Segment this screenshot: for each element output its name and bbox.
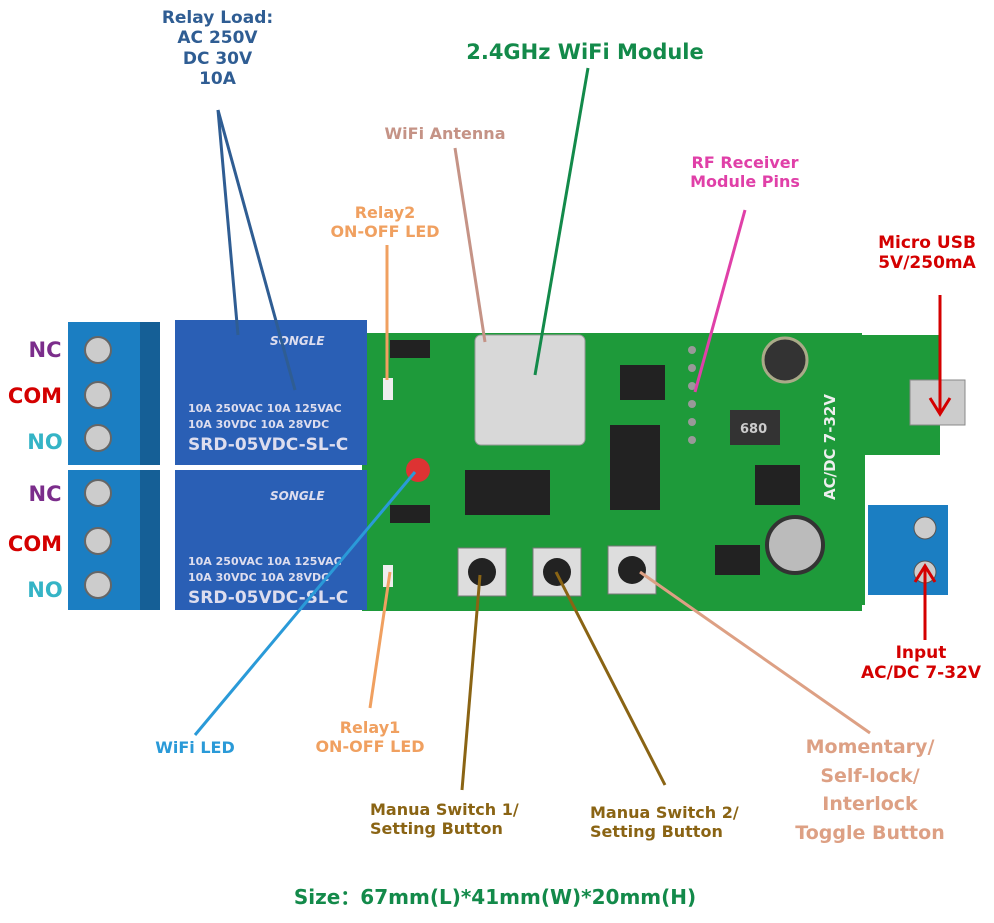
relay-2: SONGLE 10A 250VAC 10A 125VAC 10A 30VDC 1… [175, 320, 367, 465]
relay2-led-label: Relay2 ON-OFF LED [310, 203, 460, 241]
wifi-antenna-label: WiFi Antenna [384, 124, 506, 143]
wifi-module-line [533, 67, 590, 376]
svg-text:680: 680 [740, 422, 767, 437]
chip [620, 365, 665, 400]
wifi-module [474, 334, 586, 446]
manual-switch-1 [457, 547, 507, 597]
svg-text:10A 250VAC 10A 125VAC: 10A 250VAC 10A 125VAC [188, 402, 342, 415]
pin-nc-1: NC [28, 338, 62, 362]
relay2-led [383, 378, 393, 400]
rf-receiver-label: RF Receiver Module Pins [670, 153, 820, 191]
label-line: DC 30V [182, 48, 253, 69]
label-line: Input [895, 643, 947, 663]
capacitor [761, 336, 809, 384]
label-line: AC/DC 7-32V [860, 663, 982, 684]
relay1-led-label: Relay1 ON-OFF LED [295, 718, 445, 756]
label-line: 5V/250mA [878, 253, 976, 274]
manual-switch-2-label: Manua Switch 2/ Setting Button [590, 803, 780, 841]
relay1-led-line [368, 571, 392, 709]
wifi-module-label: 2.4GHz WiFi Module [466, 40, 704, 64]
pin-nc-2: NC [28, 482, 62, 506]
label-line: Setting Button [370, 819, 503, 839]
wifi-antenna-line [453, 147, 487, 343]
label-line: Relay2 [354, 203, 416, 222]
toggle-button-label: Momentary/ Self-lock/ Interlock Toggle B… [780, 733, 960, 847]
micro-usb-port [909, 379, 966, 426]
toggle-button [607, 545, 657, 595]
label-line: ON-OFF LED [330, 222, 440, 242]
pin-no-2: NO [27, 578, 63, 602]
input-terminal [868, 505, 948, 595]
svg-text:SONGLE: SONGLE [270, 334, 325, 348]
svg-text:10A 250VAC 10A 125VAC: 10A 250VAC 10A 125VAC [188, 555, 342, 568]
svg-text:SRD-05VDC-SL-C: SRD-05VDC-SL-C [188, 588, 348, 608]
label-line: Relay Load: [161, 8, 274, 28]
pin-com-2: COM [7, 532, 63, 556]
wifi-led-label: WiFi LED [155, 738, 235, 757]
label-line: 10A [199, 69, 236, 90]
pin-no-1: NO [27, 430, 63, 454]
label-line: Interlock [822, 793, 918, 815]
svg-text:10A 30VDC 10A 28VDC: 10A 30VDC 10A 28VDC [188, 571, 329, 584]
label-line: Micro USB [878, 233, 976, 253]
svg-text:SONGLE: SONGLE [270, 489, 325, 503]
relay-load-line [216, 109, 240, 336]
pin-com-1: COM [7, 384, 63, 408]
relay-load-line [216, 109, 297, 391]
chip [610, 425, 660, 510]
rf-pins [688, 346, 696, 444]
size-label: Size：67mm(L)*41mm(W)*20mm(H) [293, 885, 697, 909]
label-line: Manua Switch 1/ [370, 800, 519, 819]
terminal-block-bottom [68, 470, 160, 610]
label-line: Toggle Button [795, 821, 945, 844]
label-line: RF Receiver [691, 153, 799, 172]
chip [390, 505, 430, 523]
chip [465, 470, 550, 515]
manual-switch-1-label: Manua Switch 1/ Setting Button [370, 800, 560, 838]
svg-text:SRD-05VDC-SL-C: SRD-05VDC-SL-C [188, 435, 348, 455]
label-line: Setting Button [590, 822, 723, 842]
rf-line [693, 209, 747, 393]
inductor [730, 410, 780, 445]
toggle-line [639, 570, 871, 735]
manual-switch-1-line [460, 574, 482, 791]
label-line: Self-lock/ [820, 764, 920, 787]
label-line: AC 250V [177, 28, 258, 49]
micro-usb-label: Micro USB 5V/250mA [860, 233, 994, 274]
chip [715, 545, 760, 575]
input-label: Input AC/DC 7-32V [848, 643, 994, 684]
wifi-led-line [193, 471, 417, 736]
manual-switch-2-line [554, 571, 667, 786]
relay-1: SONGLE 10A 250VAC 10A 125VAC 10A 30VDC 1… [175, 470, 367, 610]
label-line: Momentary/ [805, 736, 935, 758]
terminal-screws [84, 336, 112, 599]
svg-text:10A 30VDC 10A 28VDC: 10A 30VDC 10A 28VDC [188, 418, 329, 431]
chip [390, 340, 430, 358]
capacitor [765, 515, 825, 575]
chip [755, 465, 800, 505]
label-line: Relay1 [339, 718, 401, 737]
label-line: Module Pins [690, 172, 800, 192]
label-line: Manua Switch 2/ [590, 803, 739, 822]
relay-load-label: Relay Load: AC 250V DC 30V 10A [140, 8, 295, 90]
svg-text:AC/DC 7-32V: AC/DC 7-32V [821, 394, 839, 500]
label-line: ON-OFF LED [315, 737, 425, 757]
terminal-block-top [68, 322, 160, 465]
